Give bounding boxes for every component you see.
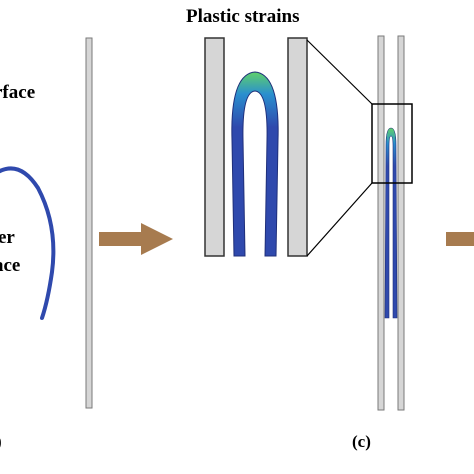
zoomed-view [204, 37, 308, 257]
panel-label-c: (c) [352, 432, 371, 451]
plate-left [85, 37, 93, 409]
zoom-plate-right [287, 37, 308, 257]
label-fragment-ace: ace [0, 255, 21, 276]
bent-sheet-left [0, 166, 56, 320]
folded-sheet-zoom [231, 71, 279, 257]
plate-c-right [397, 35, 405, 411]
panel-label-a: ) [0, 433, 2, 450]
process-arrow-2 [446, 232, 474, 246]
plastic-strains-title: Plastic strains [186, 6, 300, 27]
plate-c-left [377, 35, 385, 411]
process-arrow-1 [99, 223, 173, 255]
zoom-connector-bottom [306, 182, 373, 257]
surface-label-fragment: rface [0, 82, 36, 103]
zoom-connector-top [306, 39, 373, 105]
folded-sheet-c [384, 127, 398, 319]
detail-box [371, 103, 413, 184]
label-fragment-er: er [0, 227, 15, 248]
zoom-plate-left [204, 37, 225, 257]
